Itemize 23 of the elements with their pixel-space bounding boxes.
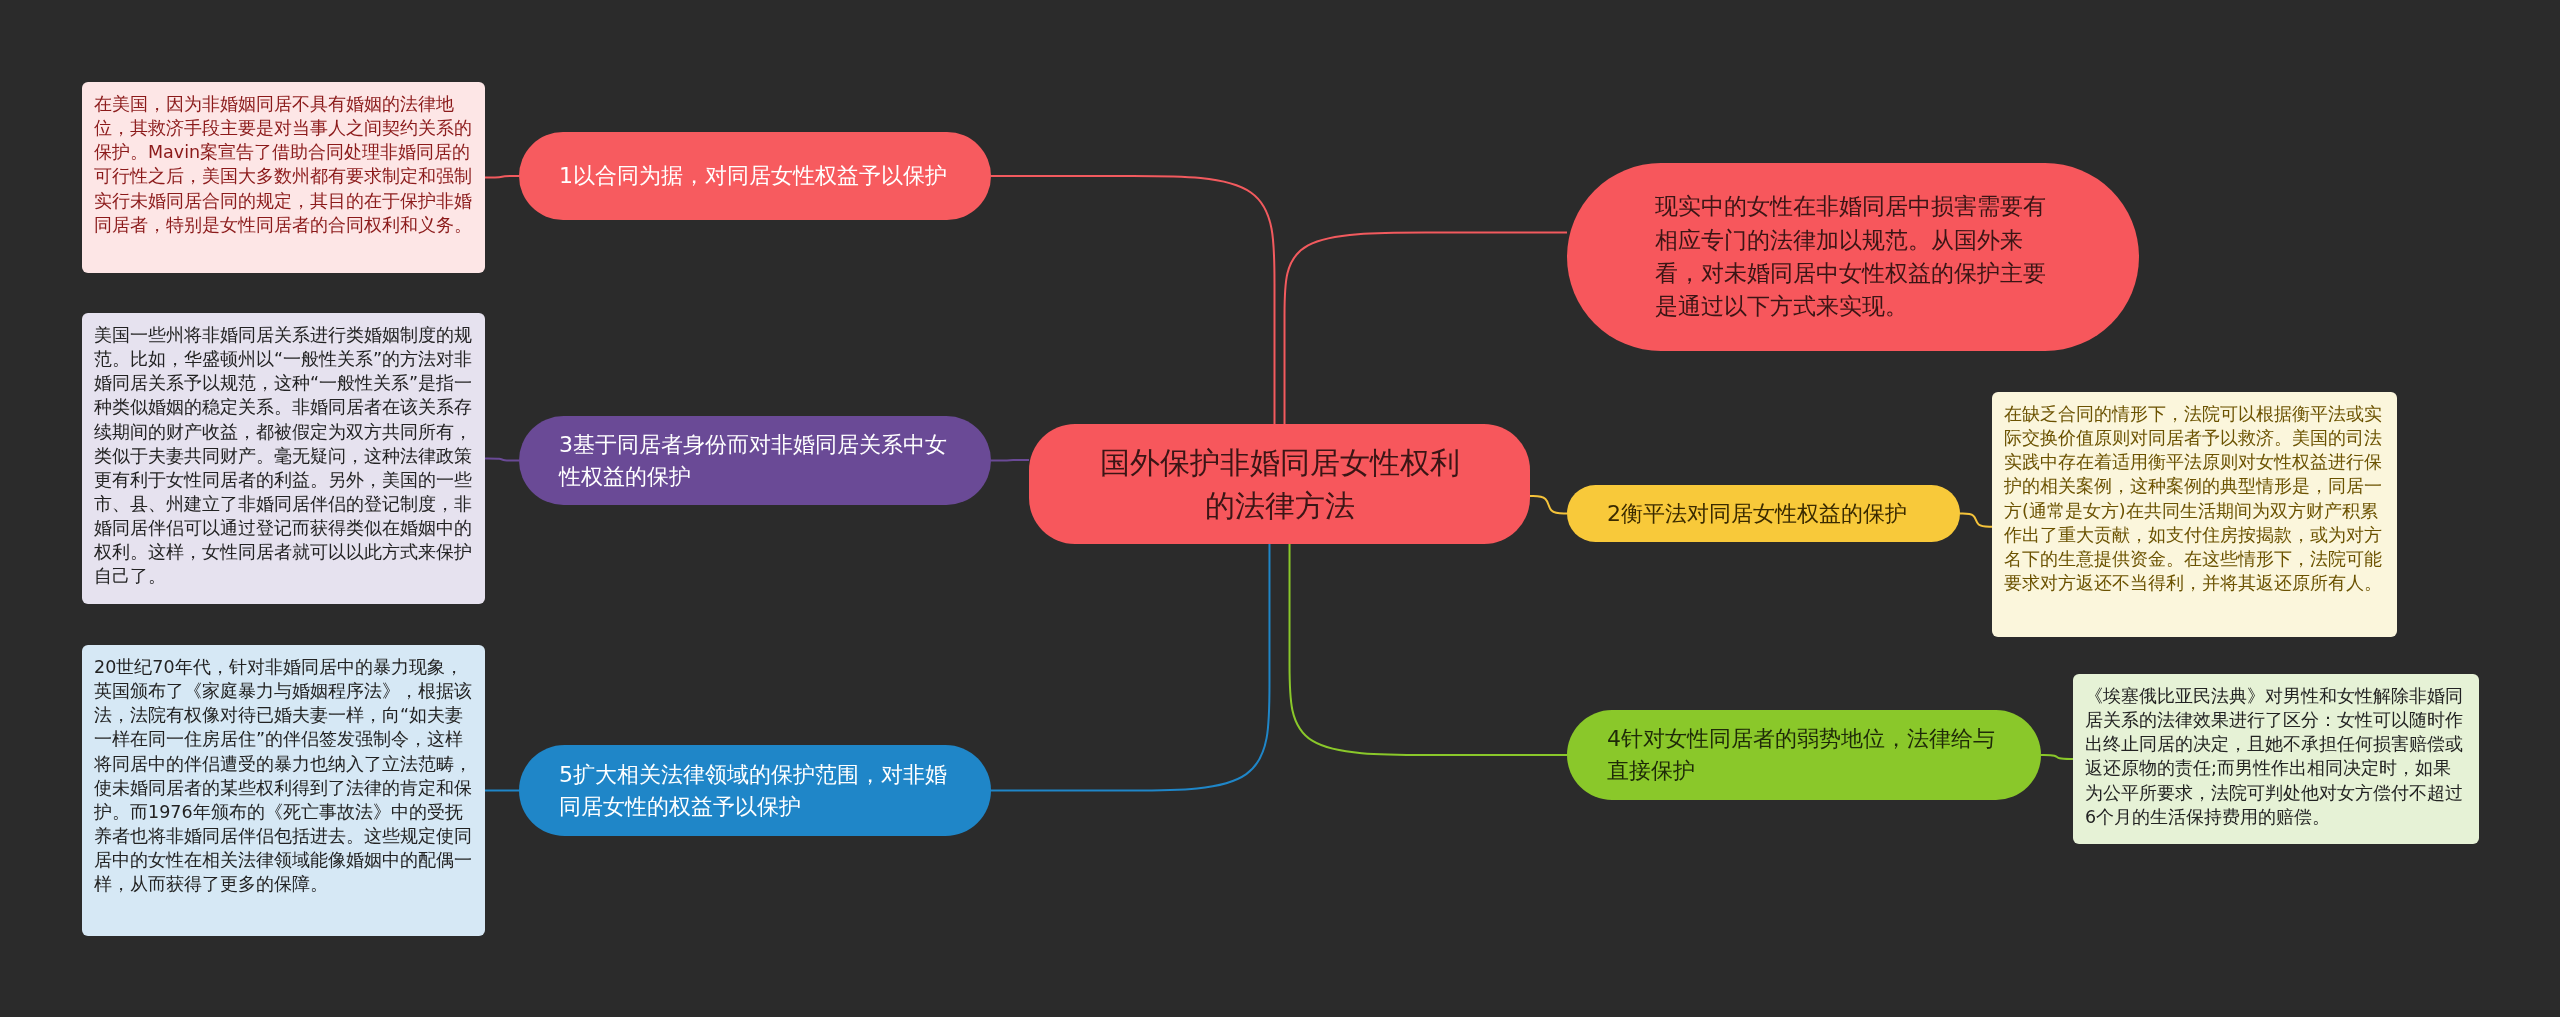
connector-line (1288, 543, 1568, 756)
connector-line (990, 543, 1271, 792)
topic-node: 2衡平法对同居女性权益的保护 (1567, 485, 1960, 542)
connector-line (484, 457, 520, 462)
connector-line (990, 459, 1030, 462)
topic-node: 现实中的女性在非婚同居中损害需要有相应专门的法律加以规范。从国外来看，对未婚同居中女性权益的保护主要是通过以下方式来实现。 (1567, 163, 2139, 351)
connector-line (1959, 512, 1993, 528)
connector-line (1529, 495, 1568, 515)
connector-line (484, 175, 520, 179)
topic-node: 3基于同居者身份而对非婚同居关系中女性权益的保护 (519, 416, 991, 505)
note-card: 在美国，因为非婚姻同居不具有婚姻的法律地位，其救济手段主要是对当事人之间契约关系的保护。Mavin案宣告了借助合同处理非婚同居的可行性之后，美国大多数州都有要求制定和强制实行未婚同居合同的规定，其目的在于保护非婚同居者，特别是女性同居者的合同权利和义务。 (82, 82, 485, 273)
connector-line (990, 175, 1276, 425)
note-card: 美国一些州将非婚同居关系进行类婚姻制度的规范。比如，华盛顿州以“一般性关系”的方法对非婚同居关系予以规范，这种“一般性关系”是指一种类似婚姻的稳定关系。非婚同居者在该关系存续期间的财产收益，都被假定为双方共同所有，类似于夫妻共同财产。毫无疑问，这种法律政策更有利于女性同居者的利益。另外，美国的一些市、县、州建立了非婚同居伴侣的登记制度，非婚同居伴侣可以通过登记而获得类似在婚姻中的权利。这样，女性同居者就可以以此方式来保护自己了。 (82, 313, 485, 604)
topic-node: 1以合同为据，对同居女性权益予以保护 (519, 132, 991, 220)
connector-line (1283, 231, 1568, 425)
connector-line (484, 789, 520, 792)
central-topic: 国外保护非婚同居女性权利的法律方法 (1029, 424, 1530, 544)
note-card: 在缺乏合同的情形下，法院可以根据衡平法或实际交换价值原则对同居者予以救济。美国的司法实践中存在着适用衡平法原则对女性权益进行保护的相关案例，这种案例的典型情形是，同居一方(通常是女方)在共同生活期间为双方财产积累作出了重大贡献，如支付住房按揭款，或为对方名下的生意提供资金。在这些情形下，法院可能要求对方返还不当得利，并将其返还原所有人。 (1992, 392, 2397, 637)
topic-node: 4针对女性同居者的弱势地位，法律给与直接保护 (1567, 710, 2041, 800)
note-card: 20世纪70年代，针对非婚同居中的暴力现象，英国颁布了《家庭暴力与婚姻程序法》，根据该法，法院有权像对待已婚夫妻一样，向“如夫妻一样在同一住房居住”的伴侣签发强制令，这样将同居中的伴侣遭受的暴力也纳入了立法范畴，使未婚同居者的某些权利得到了法律的肯定和保护。而1976年颁布的《死亡事故法》中的受抚养者也将非婚同居伴侣包括进去。这些规定使同居中的女性在相关法律领域能像婚姻中的配偶一样，从而获得了更多的保障。 (82, 645, 485, 936)
connector-line (2040, 754, 2074, 760)
note-card: 《埃塞俄比亚民法典》对男性和女性解除非婚同居关系的法律效果进行了区分：女性可以随时作出终止同居的决定，且她不承担任何损害赔偿或返还原物的责任;而男性作出相同决定时，如果为公平所要求，法院可判处他对女方偿付不超过6个月的生活保持费用的赔偿。 (2073, 674, 2479, 844)
topic-node: 5扩大相关法律领域的保护范围，对非婚同居女性的权益予以保护 (519, 745, 991, 836)
